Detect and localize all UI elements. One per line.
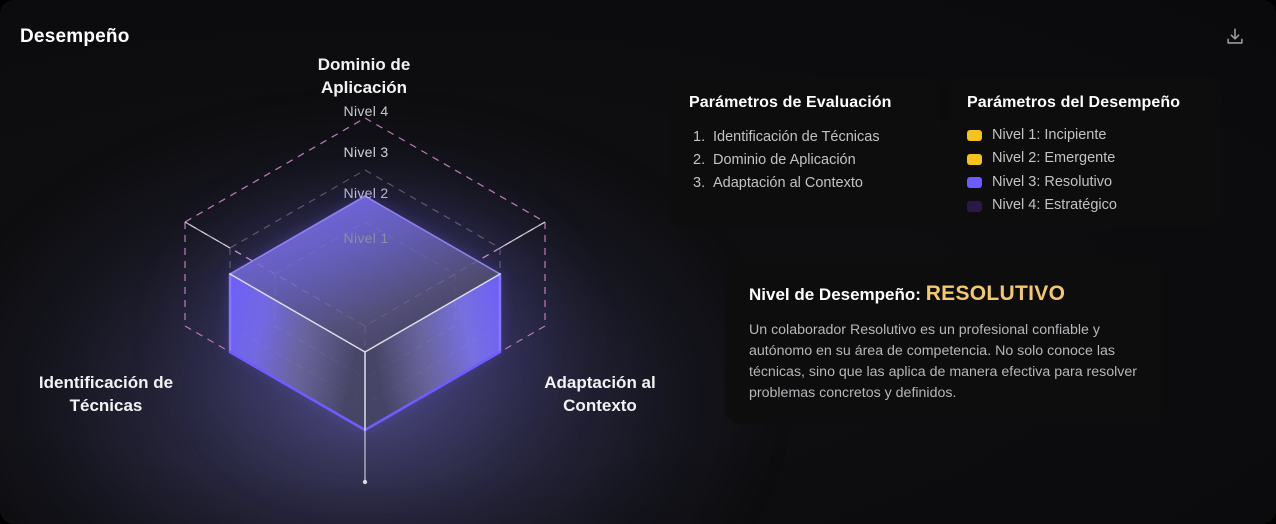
legend-item-nivel-2: Nivel 2: Emergente — [967, 147, 1203, 170]
legend-swatch-icon — [967, 153, 982, 165]
panel-parametros-desempeno: Parámetros del Desempeño Nivel 1: Incipi… — [949, 76, 1221, 228]
page-title: Desempeño — [20, 26, 130, 47]
nivel-desempeno-value: RESOLUTIVO — [925, 282, 1066, 305]
legend-label: Nivel 3: Resolutivo — [992, 173, 1113, 190]
legend-swatch-icon — [967, 200, 982, 212]
cube-svg — [183, 117, 547, 485]
isometric-cube-chart — [183, 117, 547, 485]
axis-origin-dot — [362, 479, 368, 485]
evaluacion-list: Identificación de Técnicas Dominio de Ap… — [689, 126, 919, 195]
legend-label: Nivel 1: Incipiente — [992, 127, 1107, 143]
nivel-desempeno-heading: Nivel de Desempeño: RESOLUTIVO — [749, 282, 1139, 306]
download-button[interactable] — [1218, 20, 1252, 54]
legend-item-nivel-1: Nivel 1: Incipiente — [967, 124, 1203, 147]
nivel-desempeno-label: Nivel de Desempeño: — [749, 285, 921, 304]
panel-parametros-evaluacion: Parámetros de Evaluación Identificación … — [669, 76, 939, 228]
nivel-desempeno-description: Un colaborador Resolutivo es un profesio… — [749, 322, 1138, 402]
list-item: Dominio de Aplicación — [693, 149, 856, 172]
legend-list: Nivel 1: Incipiente Nivel 2: Emergente N… — [967, 124, 1203, 218]
legend-label: Nivel 2: Emergente — [992, 150, 1116, 167]
legend-item-nivel-4: Nivel 4: Estratégico — [967, 194, 1203, 217]
panel-nivel-desempeno: Nivel de Desempeño: RESOLUTIVO Un colabo… — [725, 262, 1163, 424]
legend-swatch-icon — [967, 130, 982, 142]
legend-item-nivel-3: Nivel 3: Resolutivo — [967, 171, 1203, 194]
list-item: Adaptación al Contexto — [693, 172, 863, 195]
list-item: Identificación de Técnicas — [693, 126, 880, 149]
panel-evaluacion-title: Parámetros de Evaluación — [689, 94, 892, 111]
download-icon — [1224, 26, 1246, 48]
legend-label: Nivel 4: Estratégico — [992, 197, 1117, 214]
panel-desempeno-title: Parámetros del Desempeño — [967, 94, 1181, 111]
legend-swatch-icon — [967, 177, 982, 189]
